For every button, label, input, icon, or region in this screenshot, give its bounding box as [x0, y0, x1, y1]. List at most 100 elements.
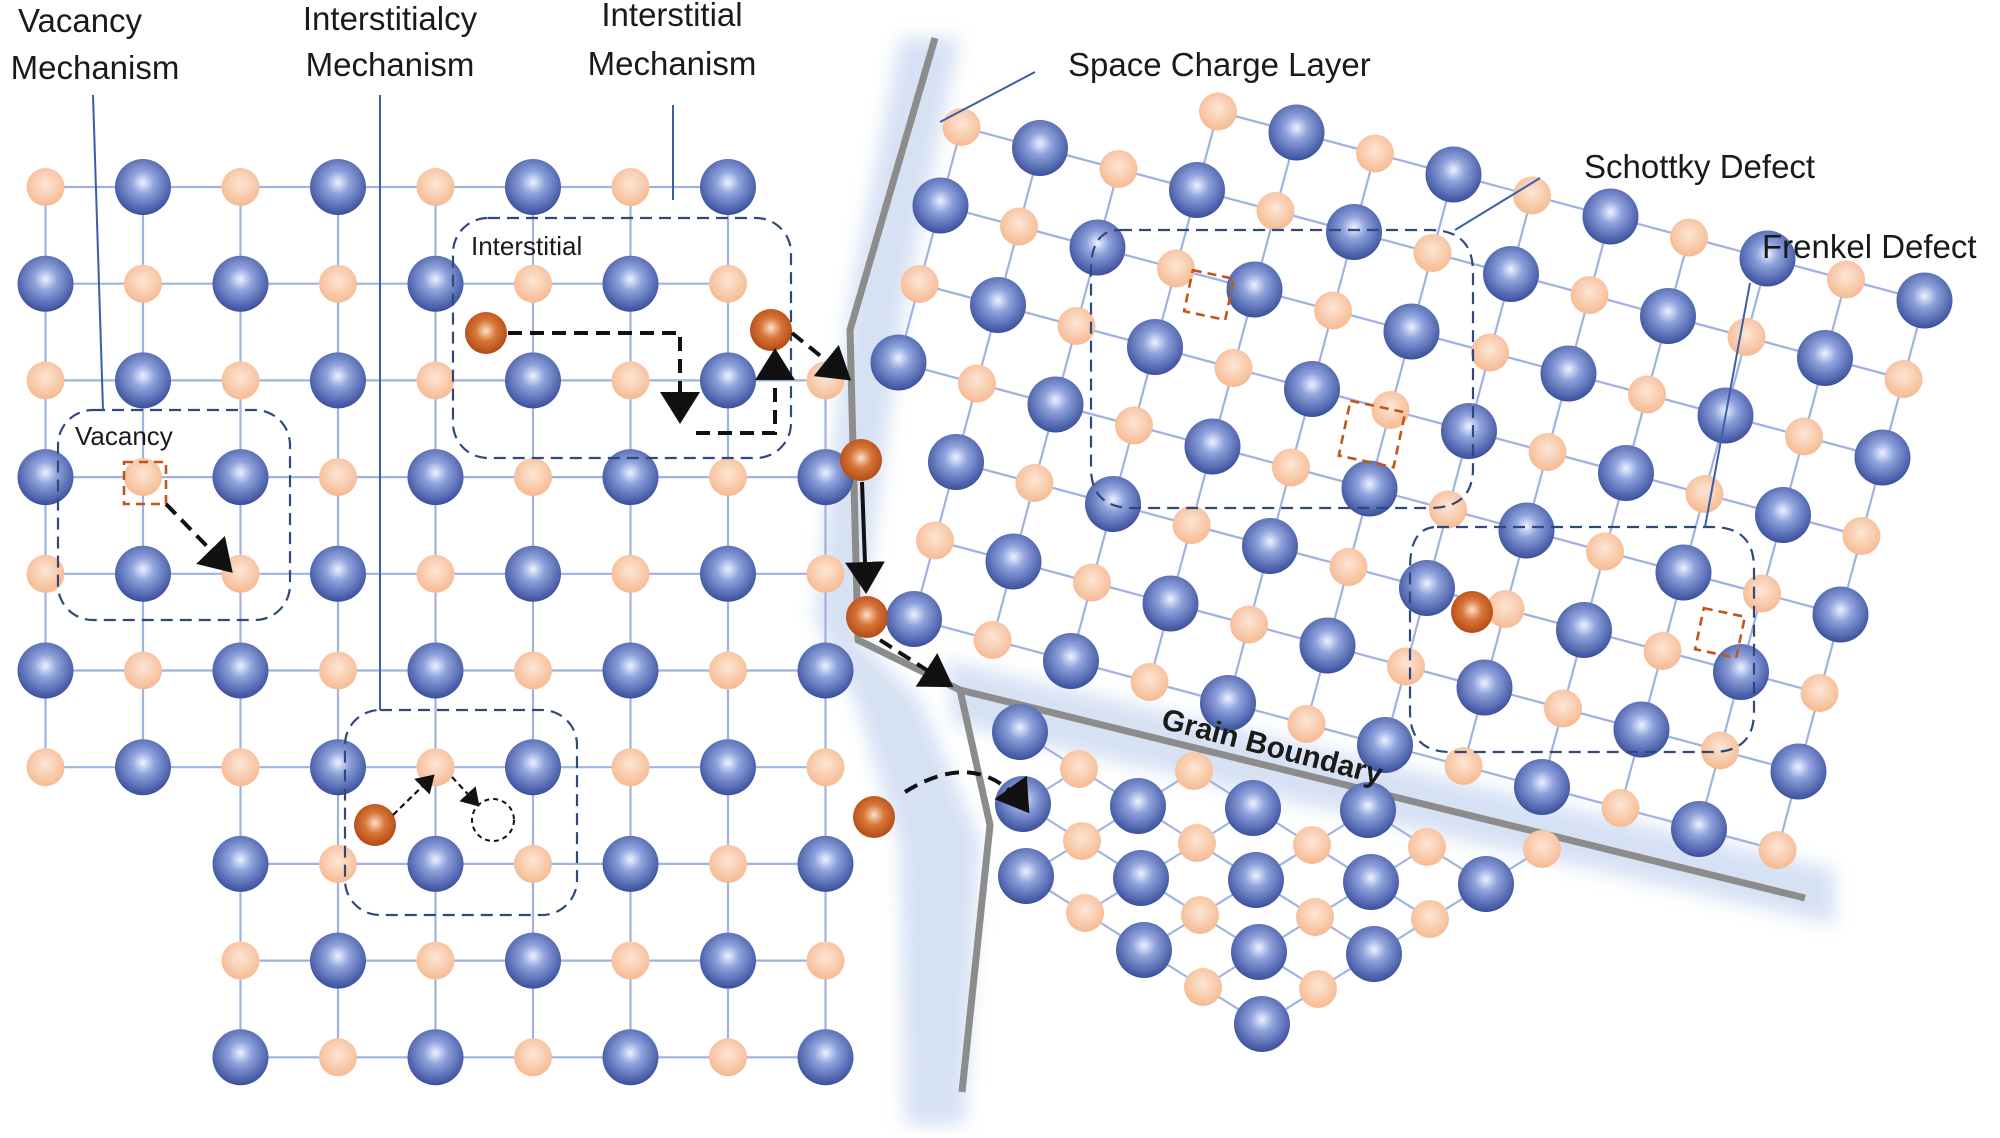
upper-right-grain-anion: [985, 533, 1042, 590]
left-grain-cation: [709, 651, 747, 690]
left-grain-anion: [602, 255, 659, 312]
upper-right-grain-anion: [1812, 586, 1869, 643]
boundary-ion-1: [840, 439, 882, 481]
upper-right-grain-cation: [1570, 276, 1609, 314]
left-grain-cation: [26, 554, 65, 593]
upper-right-grain-anion: [1514, 759, 1570, 815]
label-space-charge-layer: Space Charge Layer: [1068, 46, 1371, 83]
label-vacancy-mechanism-2: Mechanism: [11, 49, 180, 86]
boundary-arrow-diag: [878, 638, 954, 688]
upper-right-grain-cation: [1256, 192, 1295, 230]
left-grain-anion: [602, 835, 659, 892]
upper-right-grain-anion: [1299, 617, 1356, 674]
left-grain-anion: [310, 159, 366, 215]
lower-right-grain-cation: [1184, 968, 1222, 1006]
left-grain-cation: [319, 844, 357, 883]
upper-right-grain-anion: [1226, 261, 1283, 318]
left-grain-anion: [602, 642, 659, 699]
upper-right-grain-anion: [1556, 602, 1612, 658]
upper-right-grain-cation: [1371, 391, 1410, 429]
upper-right-grain-cation: [1314, 291, 1352, 330]
left-grain-anion: [505, 352, 561, 409]
lower-right-grain-anion: [1234, 996, 1290, 1052]
upper-right-grain-anion: [870, 334, 927, 391]
upper-right-grain-anion: [912, 177, 969, 234]
boundary-arrow-curve: [903, 770, 1030, 814]
upper-right-grain-anion: [970, 277, 1026, 333]
upper-right-grain-cation: [1758, 831, 1797, 869]
interstitialcy-box: [343, 708, 579, 917]
upper-right-grain-cation: [958, 364, 996, 403]
upper-right-grain-cation: [1157, 249, 1195, 288]
vacancy-arrow: [164, 502, 233, 573]
left-grain-cation: [26, 361, 65, 400]
left-grain-cation: [221, 554, 260, 593]
upper-right-grain-cation: [1701, 731, 1739, 770]
interstitialcy-arrows: [392, 774, 480, 816]
upper-right-grain-anion: [1425, 146, 1482, 203]
defect-ions: [354, 309, 1493, 846]
left-grain-anion: [700, 159, 756, 215]
left-grain-anion: [407, 642, 464, 699]
left-grain-cation: [611, 361, 650, 400]
left-grain-anion: [407, 449, 464, 506]
lower-right-grain-anion: [992, 704, 1048, 760]
lower-right-grain-anion: [1340, 782, 1396, 838]
upper-right-grain-cation: [1471, 333, 1509, 372]
frenkel-interstitial-ion: [1451, 591, 1493, 633]
left-grain-anion: [310, 545, 366, 602]
lower-right-grain-anion: [1228, 852, 1284, 908]
upper-right-grain-cation: [1743, 574, 1781, 613]
lower-right-grain-cation: [1523, 830, 1561, 868]
left-grain-anion: [212, 642, 269, 699]
upper-right-grain-cation: [1586, 532, 1624, 571]
upper-right-grain-cation: [1356, 134, 1394, 173]
upper-right-grain-cation: [1015, 464, 1054, 502]
upper-right-grain-cation: [1413, 234, 1452, 272]
interstitialcy-ion: [354, 804, 396, 846]
upper-right-grain-cation: [973, 621, 1012, 659]
lower-right-grain-cation: [1060, 750, 1098, 788]
left-grain-cation: [611, 941, 650, 980]
upper-right-grain-cation: [1601, 789, 1640, 827]
interstitialcy-target-dashed: [471, 798, 515, 842]
left-grain-cation: [416, 168, 455, 206]
left-grain-cation: [709, 1038, 747, 1077]
vacancy-square-frenkel: [1693, 606, 1747, 660]
upper-right-grain-cation: [1429, 490, 1467, 529]
lower-right-grain-cation: [1175, 752, 1213, 790]
lower-right-grain-cation: [1066, 894, 1104, 932]
migration-arrows: [164, 331, 1030, 814]
left-grain-anion: [797, 1029, 854, 1086]
left-grain-anion: [407, 1029, 464, 1086]
left-grain-anion: [505, 932, 561, 989]
upper-right-grain-cation: [1230, 605, 1268, 644]
left-grain-anion: [700, 352, 756, 409]
lower-right-grain-anion: [1225, 780, 1281, 836]
upper-right-grain-cation: [1387, 647, 1425, 686]
left-grain-cation: [806, 941, 845, 980]
upper-right-grain-anion: [1043, 633, 1099, 689]
upper-right-grain-cation: [1544, 689, 1582, 728]
vacancy-box: [56, 408, 292, 622]
interstitial-ion-start: [465, 312, 507, 354]
upper-right-grain-anion: [1797, 330, 1853, 386]
upper-right-grain-anion: [1483, 246, 1539, 302]
lower-right-grain-cation: [1063, 822, 1101, 860]
vacancy-sites: [122, 268, 1747, 660]
left-grain-cation: [319, 1038, 357, 1077]
left-grain-anion: [310, 932, 366, 989]
upper-right-grain-cation: [1513, 176, 1551, 215]
left-grain-anion: [115, 739, 171, 796]
upper-right-grain-anion: [1655, 544, 1712, 601]
lower-right-grain-cation: [1408, 828, 1446, 866]
upper-right-grain-cation: [1329, 548, 1368, 586]
lower-right-grain-anion: [1113, 850, 1169, 906]
upper-right-grain-anion: [1027, 376, 1084, 433]
label-interstitialcy-mechanism-1: Interstitialcy: [303, 0, 478, 37]
left-grain-anion: [212, 255, 269, 312]
upper-right-grain-anion: [886, 591, 942, 647]
upper-right-grain-anion: [1069, 219, 1126, 276]
left-grain-anion: [310, 739, 366, 796]
